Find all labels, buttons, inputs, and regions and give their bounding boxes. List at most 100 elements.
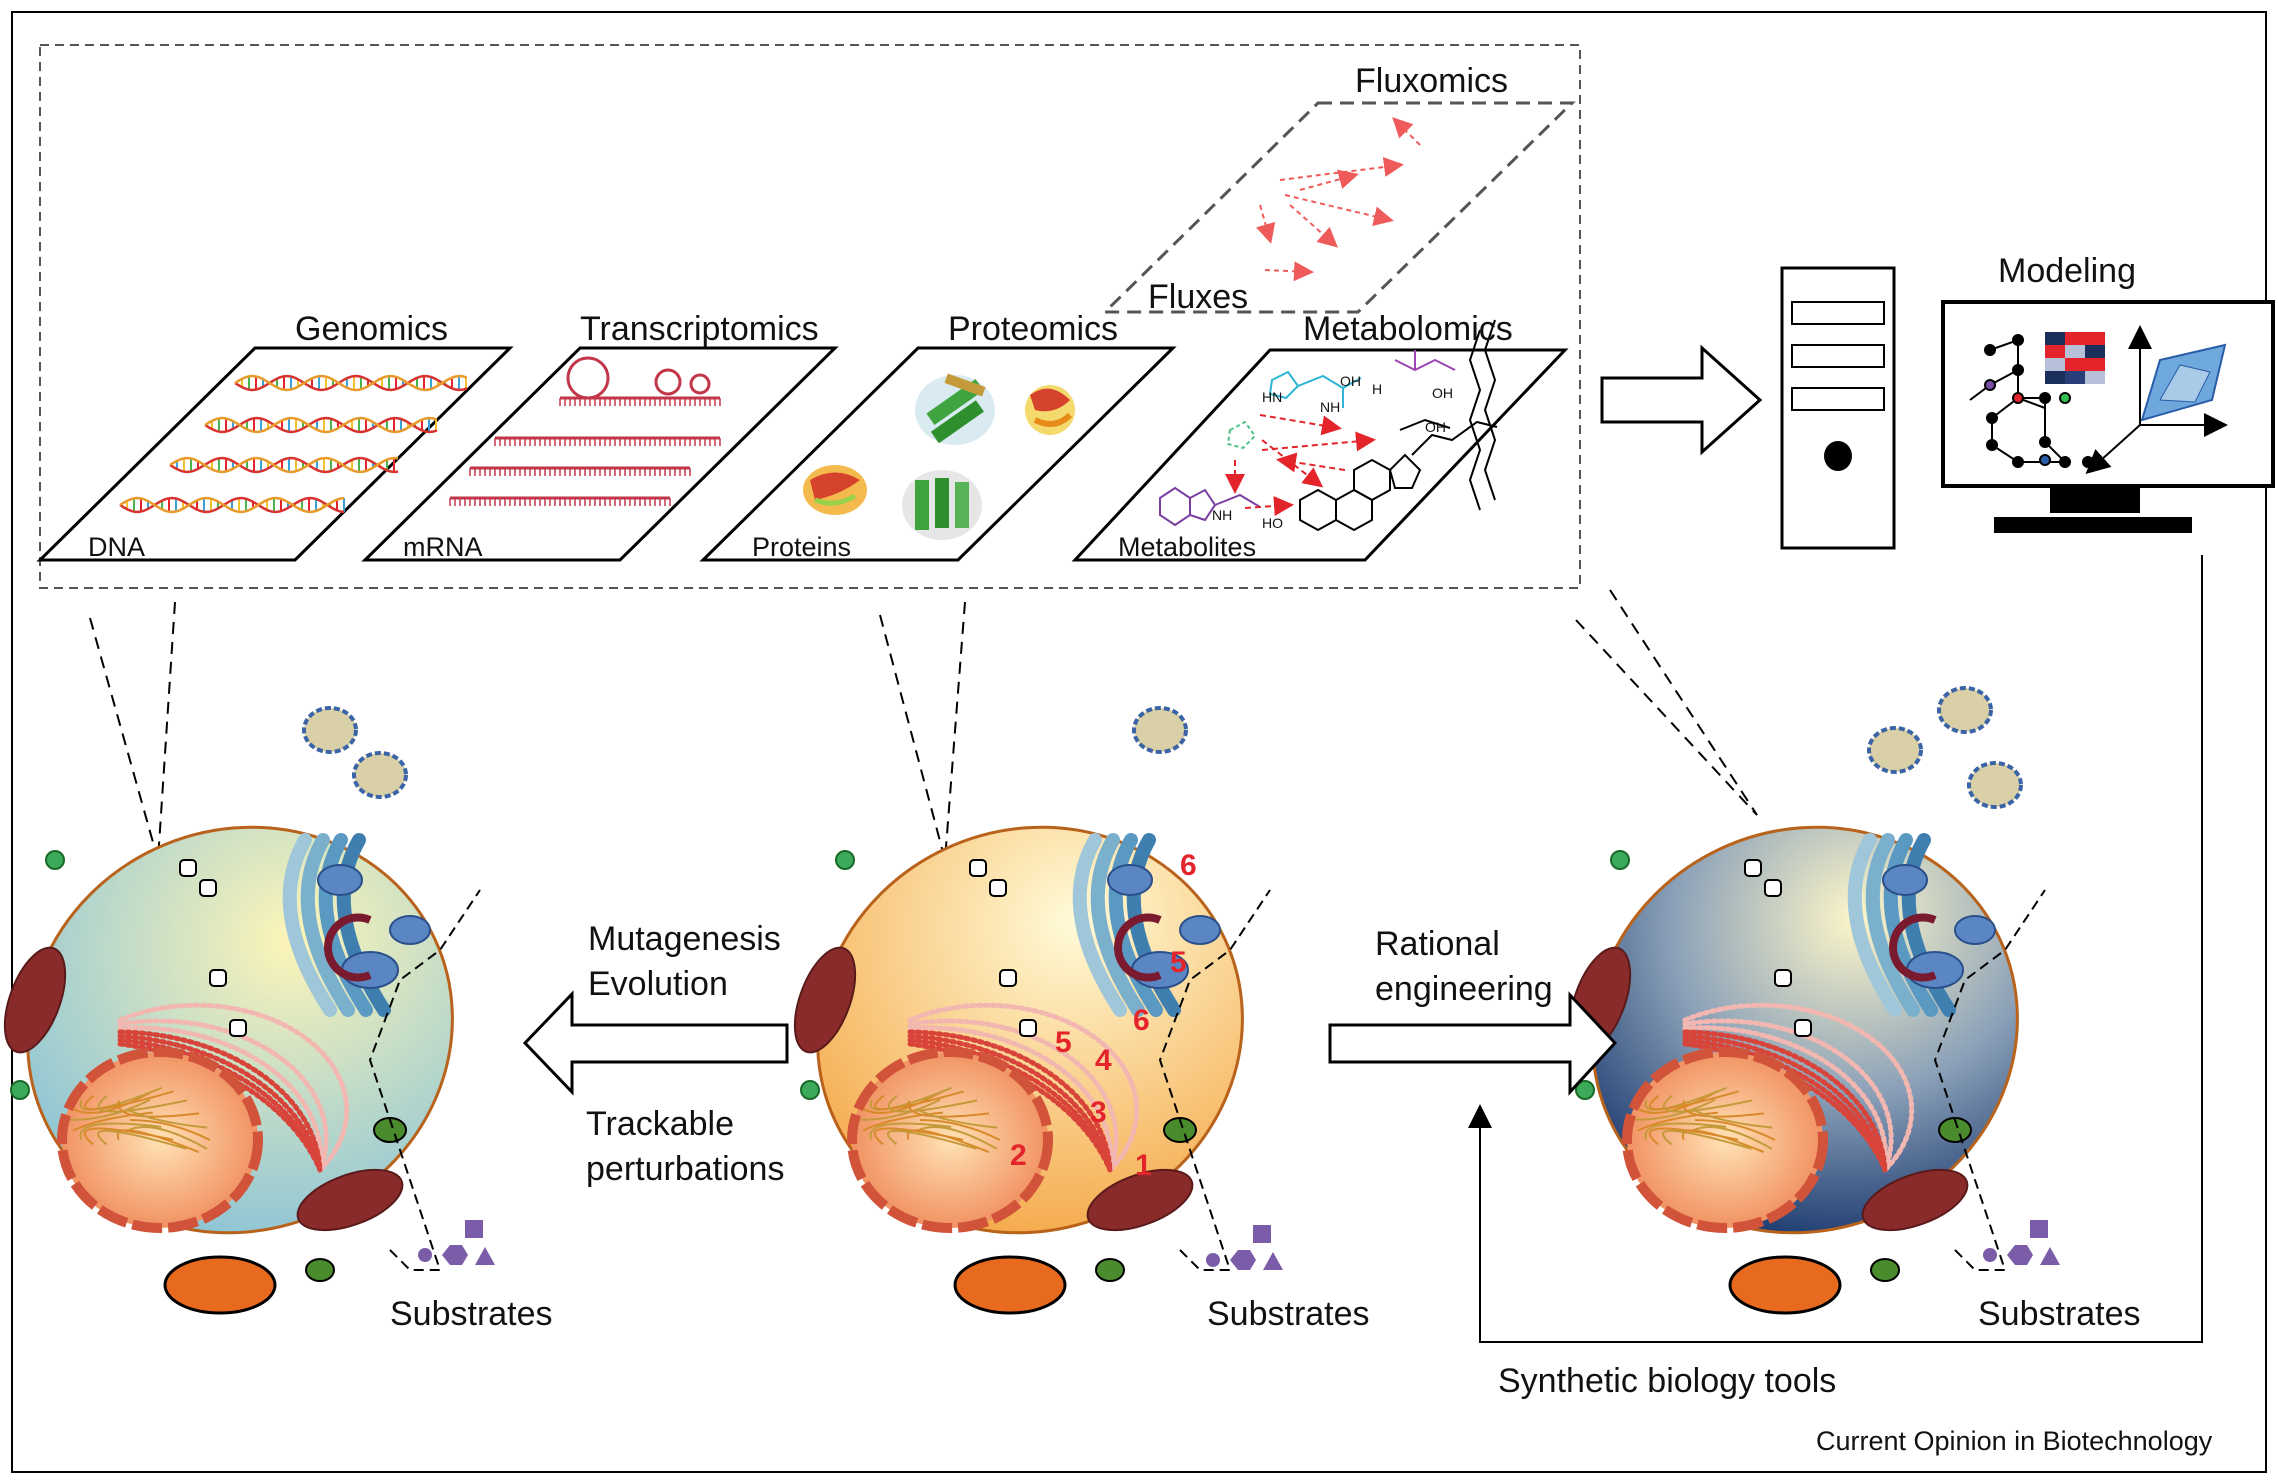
dna-strand [204, 416, 438, 434]
proteomics-panel [699, 346, 1177, 562]
dna-strand [119, 496, 345, 514]
chromatin [873, 1127, 964, 1146]
secretory-granule [1794, 1019, 1812, 1037]
site-number: 4 [1095, 1044, 1112, 1077]
peroxisome [800, 1080, 820, 1100]
protein-structure [902, 470, 982, 540]
peroxisome [1610, 850, 1630, 870]
endoplasmic-reticulum [907, 1025, 1114, 1173]
chromatin [869, 1122, 952, 1140]
site-number: 1 [1135, 1149, 1152, 1182]
zoom-lines [89, 589, 1758, 861]
site-number: 6 [1180, 849, 1197, 882]
synthetic-biology-label: Synthetic biology tools [1498, 1362, 1836, 1400]
chromatin [1694, 1119, 1776, 1141]
chromatin [1644, 1122, 1727, 1140]
substrate-hexagon [2007, 1245, 2033, 1265]
evolution-label: Evolution [588, 965, 728, 1003]
dna-strand [169, 456, 399, 474]
chromatin [1691, 1126, 1773, 1150]
golgi-apparatus [1847, 833, 1902, 1017]
secretory-granule [969, 859, 987, 877]
substrates-icons [418, 1220, 2060, 1270]
endoplasmic-reticulum [117, 1025, 324, 1173]
molecule-label-oh: OH [1340, 373, 1361, 389]
secretory-granule [229, 1019, 247, 1037]
export-pathway [1933, 889, 2046, 1271]
chromatin [129, 1119, 211, 1141]
dna-strand [119, 496, 345, 514]
vesicle [1882, 864, 1928, 896]
dna-strand [204, 416, 438, 434]
secretory-granule [199, 879, 217, 897]
chromatin [906, 1129, 990, 1153]
endoplasmic-reticulum [1682, 1029, 1888, 1173]
chromatin [887, 1094, 978, 1113]
secreted-protein [1132, 706, 1188, 754]
mitochondrion [1086, 1168, 1194, 1232]
secreted-protein [302, 706, 358, 754]
substrate-circle [1206, 1253, 1220, 1267]
cell-perturbed [793, 706, 1271, 1315]
secretory-granule [1764, 879, 1782, 897]
chromatin [874, 1090, 964, 1111]
substrate-square [465, 1220, 483, 1238]
transcriptomics-panel [361, 346, 839, 562]
trackable-label: Trackable [586, 1105, 734, 1143]
secreted-protein [1867, 726, 1923, 774]
chromatin [1648, 1127, 1739, 1146]
metabolomics-label: Metabolomics [1303, 310, 1513, 348]
mitochondrion [793, 946, 857, 1054]
transcriptomics-label: Transcriptomics [580, 310, 819, 348]
chromatin [1662, 1094, 1753, 1113]
endoplasmic-reticulum [907, 1018, 1119, 1173]
vacuole [163, 1255, 277, 1315]
metabolite-conversion-arrows [1225, 414, 1376, 517]
site-number: 2 [1010, 1139, 1027, 1172]
engineering-label: engineering [1375, 970, 1553, 1008]
vesicle [389, 915, 431, 945]
chromatin [916, 1126, 998, 1150]
perturbations-label: perturbations [586, 1150, 784, 1188]
lysosome [1114, 913, 1162, 982]
golgi-apparatus [1090, 833, 1145, 1017]
chromatin [916, 1108, 998, 1129]
site-number: 6 [1133, 1004, 1150, 1037]
chromatin [859, 1098, 941, 1121]
peroxisome [45, 850, 65, 870]
rna-loop [566, 356, 610, 400]
nucleus [1622, 1047, 1828, 1233]
cell-engineered [1568, 686, 2046, 1315]
molecule-label-oh: OH [1425, 419, 1446, 435]
modeling-monitor [1941, 300, 2275, 533]
molecule-label-hn: HN [1262, 389, 1282, 405]
computer-tower [1780, 266, 1896, 550]
fluxes-label: Fluxes [1148, 278, 1248, 316]
fluxomics-panel [1101, 101, 1576, 314]
peroxisome [10, 1080, 30, 1100]
chromatin [1691, 1108, 1773, 1129]
chromatin [72, 1111, 153, 1132]
secretory-granule [999, 969, 1017, 987]
endoplasmic-reticulum [1682, 1033, 1888, 1173]
peroxisome [1938, 1117, 1972, 1143]
metabolomics-panel: HN OH NH H OH NH OH HO [1071, 319, 1569, 562]
molecule-label-oh: OH [1432, 385, 1453, 401]
chromatin [1681, 1129, 1765, 1153]
peroxisome [1163, 1117, 1197, 1143]
site-number: 3 [1090, 1096, 1107, 1129]
substrates-label-left: Substrates [390, 1295, 553, 1333]
secretory-granule [1744, 859, 1762, 877]
endoplasmic-reticulum [907, 1002, 1140, 1173]
mrna-label: mRNA [403, 532, 483, 562]
secretory-granule [989, 879, 1007, 897]
dna-helices [119, 374, 468, 514]
protein-structure [1025, 385, 1075, 435]
chromatin [126, 1108, 208, 1129]
export-pathway [368, 889, 481, 1271]
endoplasmic-reticulum [117, 1029, 323, 1173]
secreted-protein [1937, 686, 1993, 734]
dna-strand [169, 456, 399, 474]
site-number: 5 [1170, 946, 1187, 979]
omics-box [39, 44, 1581, 589]
